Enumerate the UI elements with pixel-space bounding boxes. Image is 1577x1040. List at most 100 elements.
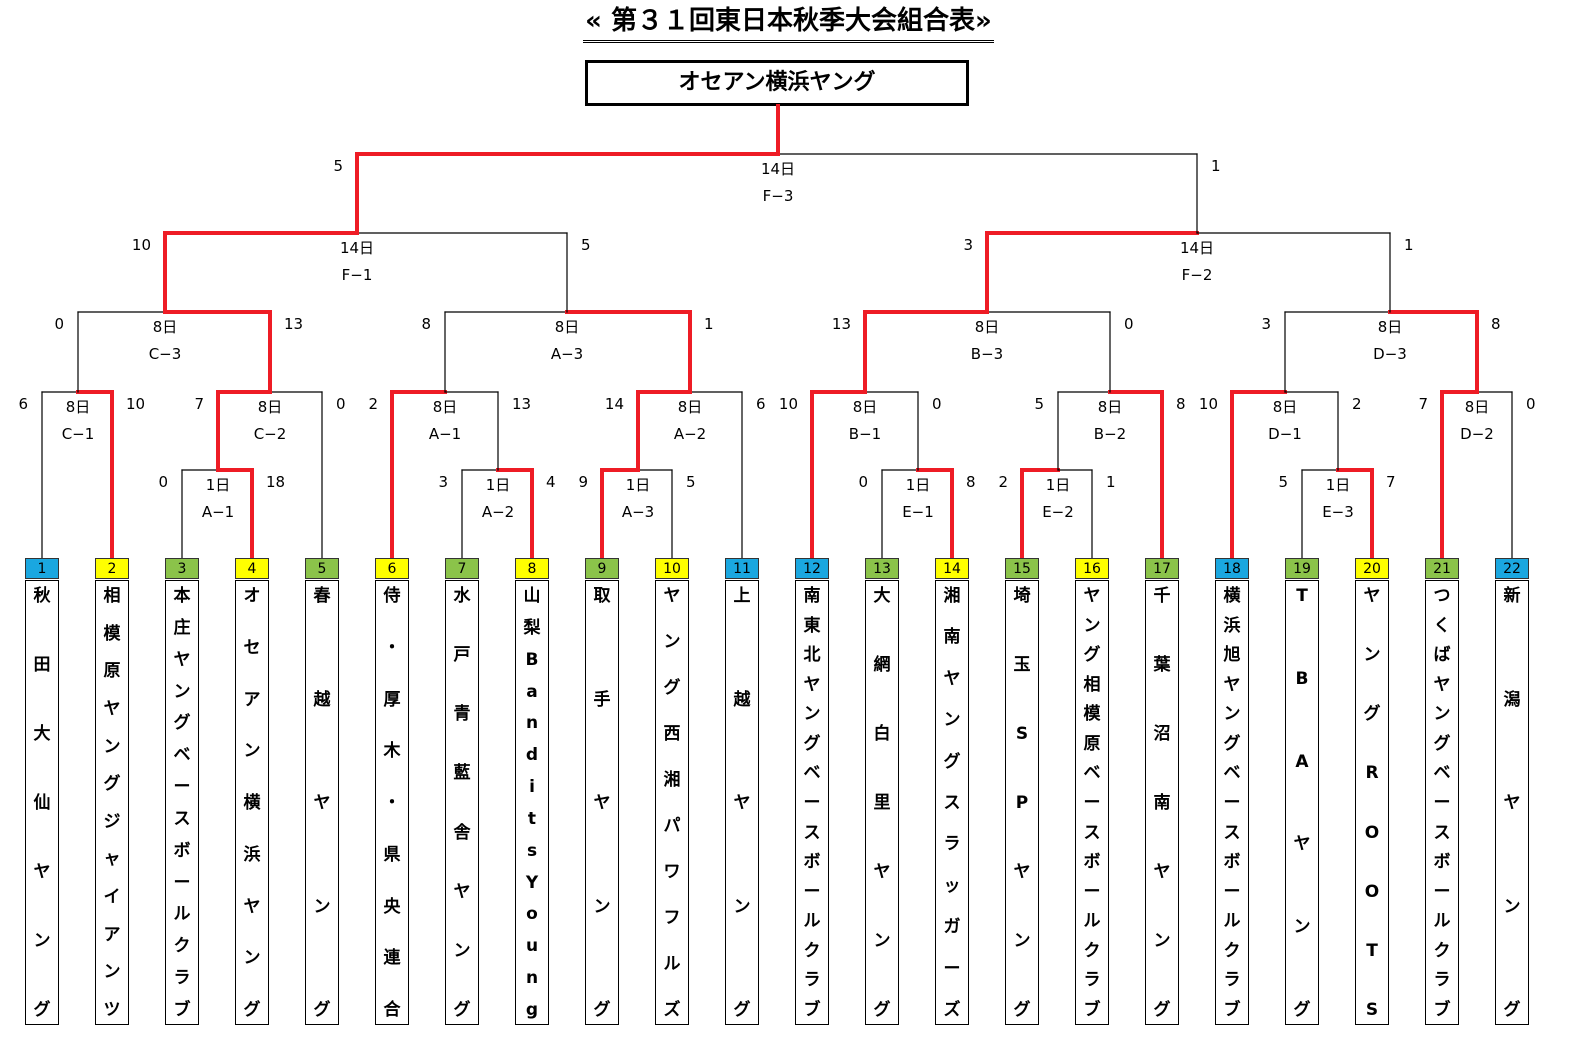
match-id-label: B−1 [849,425,881,443]
match-id-label: C−2 [254,425,287,443]
match-id-label: E−1 [902,503,934,521]
match-id-label: E−3 [1322,503,1354,521]
score-left: 0 [54,315,64,333]
team-number-badge: 7 [445,558,479,579]
score-right: 6 [756,395,766,413]
team-number-badge: 14 [935,558,969,579]
match-id-label: A−2 [674,425,706,443]
team-name: 南東北ヤングベースボールクラブ [803,586,821,1020]
match-day-label: 1日 [206,476,231,494]
team-name-box: つくばヤングベースボールクラブ [1425,580,1459,1025]
score-right: 13 [284,315,303,333]
team-name: ヤング相模原ベースボールクラブ [1083,586,1101,1020]
team-name: 湘南ヤングスラッガーズ [943,586,961,1020]
match-day-label: 8日 [1378,318,1403,336]
match-day-label: 1日 [626,476,651,494]
score-right: 0 [336,395,346,413]
team-number-badge: 4 [235,558,269,579]
score-right: 13 [512,395,531,413]
match-id-label: A−3 [551,345,583,363]
page-title: « 第３１回東日本秋季大会組合表» [0,2,1577,43]
score-right: 7 [1386,473,1396,491]
match-day-label: 8日 [853,398,878,416]
team-number-badge: 11 [725,558,759,579]
team-number-badge: 16 [1075,558,1109,579]
score-right: 1 [704,315,714,333]
team-name: 秋田大仙ヤング [33,586,51,1020]
team-name: 本庄ヤングベースボールクラブ [173,586,191,1020]
score-left: 0 [858,473,868,491]
score-left: 13 [832,315,851,333]
score-left: 3 [438,473,448,491]
team-name-box: 本庄ヤングベースボールクラブ [165,580,199,1025]
match-id-label: A−2 [482,503,514,521]
match-day-label: 8日 [1098,398,1123,416]
match-day-label: 8日 [258,398,283,416]
score-left: 0 [158,473,168,491]
match-day-label: 8日 [1465,398,1490,416]
match-day-label: 1日 [1046,476,1071,494]
team-name-box: オセアン横浜ヤング [235,580,269,1025]
score-right: 8 [1491,315,1501,333]
match-day-label: 8日 [1273,398,1298,416]
score-left: 9 [578,473,588,491]
score-left: 5 [1034,395,1044,413]
team-number-badge: 19 [1285,558,1319,579]
match-day-label: 8日 [433,398,458,416]
match-day-label: 8日 [678,398,703,416]
team-name: 春越ヤング [313,586,331,1020]
team-name-box: ヤング西湘パワフルズ [655,580,689,1025]
match-day-label: 14日 [340,239,374,257]
team-number-badge: 12 [795,558,829,579]
score-left: 2 [368,395,378,413]
team-number-badge: 3 [165,558,199,579]
team-number-badge: 5 [305,558,339,579]
score-right: 0 [1124,315,1134,333]
match-id-label: D−2 [1460,425,1494,443]
team-number-badge: 2 [95,558,129,579]
team-name: ヤング西湘パワフルズ [663,586,681,1020]
score-right: 4 [546,473,556,491]
score-right: 1 [1106,473,1116,491]
match-day-label: 1日 [906,476,931,494]
score-left: 5 [1278,473,1288,491]
score-left: 3 [963,236,973,254]
match-day-label: 8日 [66,398,91,416]
match-id-label: F−1 [342,266,373,284]
score-left: 14 [605,395,624,413]
team-name-box: 湘南ヤングスラッガーズ [935,580,969,1025]
team-name: 千葉沼南ヤング [1153,586,1171,1020]
score-right: 0 [932,395,942,413]
team-name-box: 千葉沼南ヤング [1145,580,1179,1025]
team-name: 取手ヤング [593,586,611,1020]
score-left: 10 [132,236,151,254]
team-name-box: ヤング相模原ベースボールクラブ [1075,580,1109,1025]
match-id-label: E−2 [1042,503,1074,521]
team-name: 大網白里ヤング [873,586,891,1020]
team-name: 相模原ヤングジャイアンツ [103,586,121,1020]
team-name-box: 大網白里ヤング [865,580,899,1025]
match-day-label: 8日 [153,318,178,336]
team-number-badge: 13 [865,558,899,579]
team-name: 水戸青藍舎ヤング [453,586,471,1020]
team-name: 新潟ヤング [1503,586,1521,1020]
match-id-label: F−3 [763,187,794,205]
match-day-label: 1日 [1326,476,1351,494]
score-right: 8 [1176,395,1186,413]
score-left: 2 [998,473,1008,491]
match-id-label: C−3 [149,345,182,363]
team-name-box: 上越ヤング [725,580,759,1025]
team-name: オセアン横浜ヤング [243,586,261,1020]
team-number-badge: 6 [375,558,409,579]
team-name: 侍・厚木・県央連合 [383,586,401,1020]
match-day-label: 8日 [975,318,1000,336]
score-left: 7 [194,395,204,413]
score-right: 1 [1211,157,1221,175]
team-number-badge: 22 [1495,558,1529,579]
match-id-label: A−1 [429,425,461,443]
score-right: 2 [1352,395,1362,413]
